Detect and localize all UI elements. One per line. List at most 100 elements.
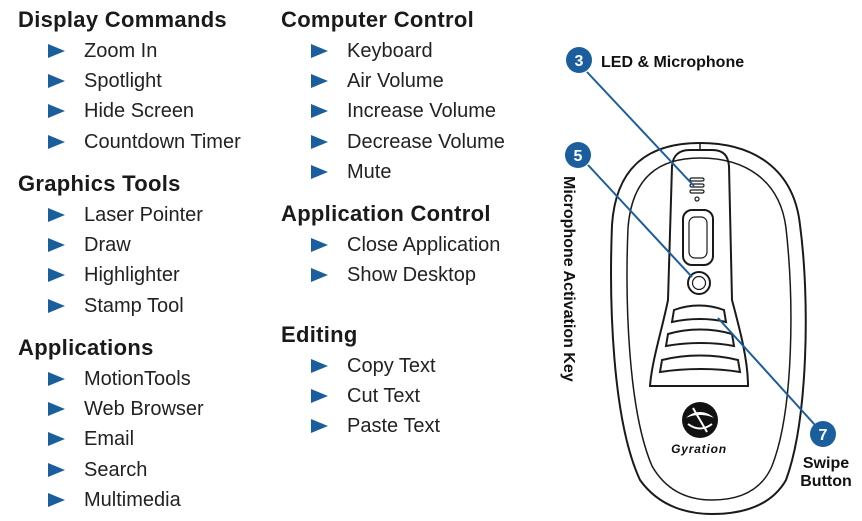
gyration-logo-icon [682,402,718,438]
item-label: Copy Text [347,355,436,377]
item-label: MotionTools [84,368,191,390]
section-title: Applications [18,335,154,360]
section-graphics-tools: Graphics Tools Laser Pointer Draw Highli… [18,171,203,321]
arrow-right-icon [311,44,328,58]
item-label: Decrease Volume [347,130,505,153]
item-label: Paste Text [347,415,441,438]
item-label: Zoom In [84,40,158,62]
section-display-commands: Display Commands Zoom In Spotlight Hide … [18,7,241,157]
callout-label-swipe-button: Swipe Button [790,455,862,491]
callout-line-5 [587,164,693,278]
list-item: Zoom In [18,36,241,66]
item-label: Email [84,428,135,451]
list-item: Cut Text [281,381,440,411]
arrow-right-icon [48,372,65,386]
item-label: Mute [347,160,392,183]
callout-number: 7 [819,427,828,444]
arrow-right-icon [48,268,65,283]
callout-label-text: Microphone Activation Key [560,176,577,382]
arrow-right-icon [311,74,328,89]
item-list: Keyboard Air Volume Increase Volume Decr… [281,36,505,187]
item-label: Keyboard [347,40,433,62]
swipe-button-2 [664,328,736,348]
item-label: Cut Text [347,385,420,408]
item-label: Multimedia [84,488,181,511]
callout-label-microphone-activation-key: Microphone Activation Key [559,176,577,382]
list-item: Mute [281,157,505,187]
scroll-strip [682,209,714,266]
section-title: Application Control [281,201,491,226]
list-item: Paste Text [281,411,440,441]
item-label: Countdown Timer [84,130,241,153]
callout-line-3 [586,71,695,187]
callout-badge-5: 5 [565,142,591,168]
arrow-right-icon [48,402,65,417]
arrow-right-icon [48,74,65,89]
list-item: Air Volume [281,66,505,96]
callout-line-7 [717,317,816,426]
item-label: Close Application [347,234,501,256]
swipe-button-3 [658,354,742,374]
item-list: Zoom In Spotlight Hide Screen Countdown … [18,36,241,157]
arrow-right-icon [48,432,65,447]
list-item: Hide Screen [18,96,241,126]
callout-lines [586,71,816,426]
callout-number: 5 [574,148,583,165]
item-list: Close Application Show Desktop [281,230,500,290]
list-item: Spotlight [18,66,241,96]
microphone-button [687,271,711,295]
item-label: Spotlight [84,70,162,93]
item-label: Hide Screen [84,100,195,123]
callout-label-line: Swipe [802,455,850,472]
arrow-right-icon [48,462,65,477]
list-item: Copy Text [281,351,440,381]
list-item: Close Application [281,230,500,260]
item-list: Laser Pointer Draw Highlighter Stamp Too… [18,200,203,321]
item-label: Search [84,458,148,481]
arrow-right-icon [311,104,328,119]
mouse-body [610,141,807,516]
section-application-control: Application Control Close Application Sh… [281,201,500,290]
item-label: Laser Pointer [84,204,203,226]
item-label: Highlighter [84,264,180,287]
item-list: Copy Text Cut Text Paste Text [281,351,440,442]
section-title: Display Commands [18,7,227,32]
arrow-right-icon [311,164,328,179]
list-item: Keyboard [281,36,505,66]
arrow-right-icon [311,359,328,373]
list-item: Show Desktop [281,260,500,290]
mouse-inner-rim [626,157,792,501]
list-item: Decrease Volume [281,127,505,157]
list-item: Multimedia [18,485,204,515]
list-item: Laser Pointer [18,200,203,230]
arrow-right-icon [48,492,65,507]
callout-badge-7: 7 [810,421,836,447]
arrow-right-icon [311,419,328,434]
item-label: Air Volume [347,70,444,93]
arrow-right-icon [311,389,328,404]
arrow-right-icon [48,208,65,222]
section-title: Editing [281,322,358,347]
callout-label-led-microphone: LED & Microphone [601,54,745,71]
list-item: Web Browser [18,394,204,424]
item-list: MotionTools Web Browser Email Search Mul… [18,364,204,515]
item-label: Draw [84,234,131,257]
arrow-right-icon [48,104,65,119]
arrow-right-icon [48,134,65,149]
section-editing: Editing Copy Text Cut Text Paste Text [281,322,440,442]
callout-label-line: Button [800,473,852,490]
item-label: Show Desktop [347,264,476,287]
list-item: Stamp Tool [18,291,203,321]
list-item: Countdown Timer [18,127,241,157]
arrow-right-icon [48,44,65,58]
callout-number: 3 [575,53,584,70]
section-applications: Applications MotionTools Web Browser Ema… [18,335,204,515]
item-label: Stamp Tool [84,294,184,317]
list-item: Draw [18,230,203,260]
callout-badge-3: 3 [566,47,592,73]
list-item: MotionTools [18,364,204,394]
item-label: Web Browser [84,398,204,421]
brand-logo-text: Gyration [671,442,727,456]
led-indicator-icon [689,177,705,202]
arrow-right-icon [311,238,328,252]
